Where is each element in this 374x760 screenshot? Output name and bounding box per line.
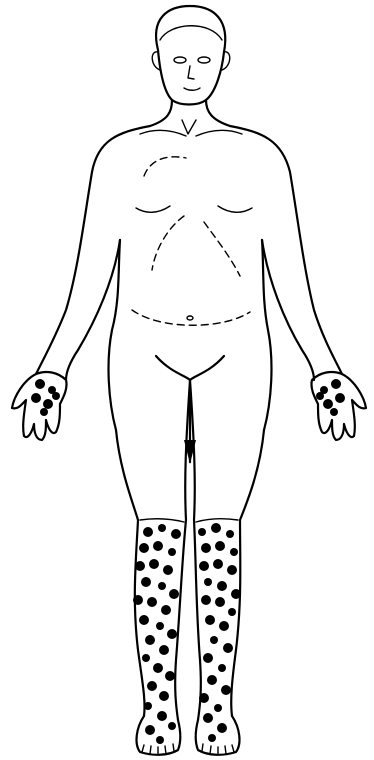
left-foot [196,716,240,755]
rash-dot [158,582,166,590]
rash-dot [168,722,176,730]
rash-dot [52,392,60,400]
rash-dot [226,530,234,538]
rash-dot [169,589,179,599]
rash-dot [201,595,211,605]
rash-dot [205,615,215,625]
rash-dot [163,565,173,575]
rash-dot [145,725,155,735]
rash-dot [217,581,227,591]
rash-dot [168,548,176,556]
rash-dot [230,548,238,556]
rash-dots [31,379,345,744]
rash-dot [201,543,211,553]
rash-dot [213,559,223,569]
rash-dot [144,702,152,710]
rash-dot [219,621,229,631]
rash-dot [199,693,209,703]
rash-dot [211,523,221,533]
rash-dot [323,399,333,409]
rash-dot [31,393,41,403]
rash-dot [203,713,213,723]
rash-dot [208,734,216,742]
rash-dot [207,675,217,685]
rash-dot [158,524,166,532]
rash-dot [153,541,163,551]
rash-dot [330,408,338,416]
rash-dot [35,379,45,389]
rash-dot [214,704,222,712]
rash-dot [43,399,53,409]
rash-dot [221,685,231,695]
rash-dot [198,528,206,536]
rash-dot [141,577,151,587]
head [152,6,230,105]
rash-dot [199,561,209,571]
rash-dot [143,527,153,537]
rash-dot [156,622,164,630]
rash-dot [159,645,169,655]
rash-dot [145,635,155,645]
rash-dot [335,393,345,403]
rash-dot [223,643,233,653]
torso-guides [132,157,252,380]
rash-dot [215,541,225,551]
rash-dot [218,664,226,672]
rash-dot [133,595,143,605]
rash-dot [156,736,164,744]
rash-dot [147,681,157,691]
rash-dot [159,691,169,701]
rash-dot [142,654,150,662]
rash-dot [139,543,149,553]
rash-dot [135,561,145,571]
rash-dot [227,565,237,575]
rash-dot [139,615,149,625]
rash-dot [149,559,159,569]
rash-dot [40,408,48,416]
rash-dot [228,608,236,616]
rash-dot [217,723,227,733]
rash-dot [147,597,157,607]
right-foot [137,716,181,755]
rash-dot [215,597,225,607]
neck-right [206,100,230,126]
rash-dot [331,379,341,389]
rash-dot [203,653,213,663]
rash-dot [231,589,241,599]
neck-left [150,100,172,126]
rash-dot [204,578,212,586]
rash-dot [153,663,163,673]
rash-dot [210,636,218,644]
rash-dot [316,392,324,400]
rash-dot [165,671,175,681]
rash-dot [157,711,167,721]
rash-dot [161,605,171,615]
rash-dot [167,629,177,639]
rash-dot [171,529,181,539]
